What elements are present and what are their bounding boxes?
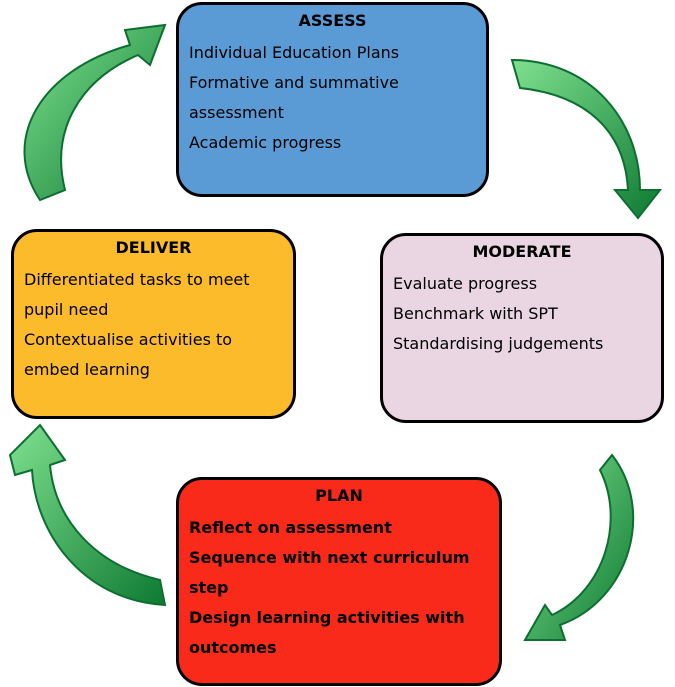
moderate-item: Standardising judgements <box>393 334 604 353</box>
deliver-item: embed learning <box>24 360 150 379</box>
plan-item: outcomes <box>189 638 277 657</box>
arrow-plan-to-deliver <box>8 423 167 607</box>
plan-box: PLAN Reflect on assessment Sequence with… <box>176 477 502 686</box>
deliver-item: pupil need <box>24 300 109 319</box>
assess-item: Individual Education Plans <box>189 43 400 62</box>
deliver-box: DELIVER Differentiated tasks to meet pup… <box>11 229 296 419</box>
arrow-moderate-to-plan <box>523 453 635 641</box>
deliver-title: DELIVER <box>115 238 192 257</box>
assess-item: assessment <box>189 103 284 122</box>
moderate-box: MODERATE Evaluate progress Benchmark wit… <box>380 233 664 423</box>
plan-item: Reflect on assessment <box>189 518 392 537</box>
assess-item: Academic progress <box>189 133 342 152</box>
deliver-item: Differentiated tasks to meet <box>24 270 250 289</box>
arrow-deliver-to-assess <box>23 23 167 202</box>
deliver-item: Contextualise activities to <box>24 330 233 349</box>
plan-item: Sequence with next curriculum step <box>189 548 470 597</box>
assess-item: Formative and summative <box>189 73 399 92</box>
moderate-item: Evaluate progress <box>393 274 538 293</box>
plan-item: Design learning activities with <box>189 608 465 627</box>
moderate-item: Benchmark with SPT <box>393 304 558 323</box>
arrow-assess-to-moderate <box>510 58 663 220</box>
plan-title: PLAN <box>315 486 363 505</box>
moderate-title: MODERATE <box>472 242 572 261</box>
assess-title: ASSESS <box>298 11 367 30</box>
assess-box: ASSESS Individual Education Plans Format… <box>176 2 489 197</box>
